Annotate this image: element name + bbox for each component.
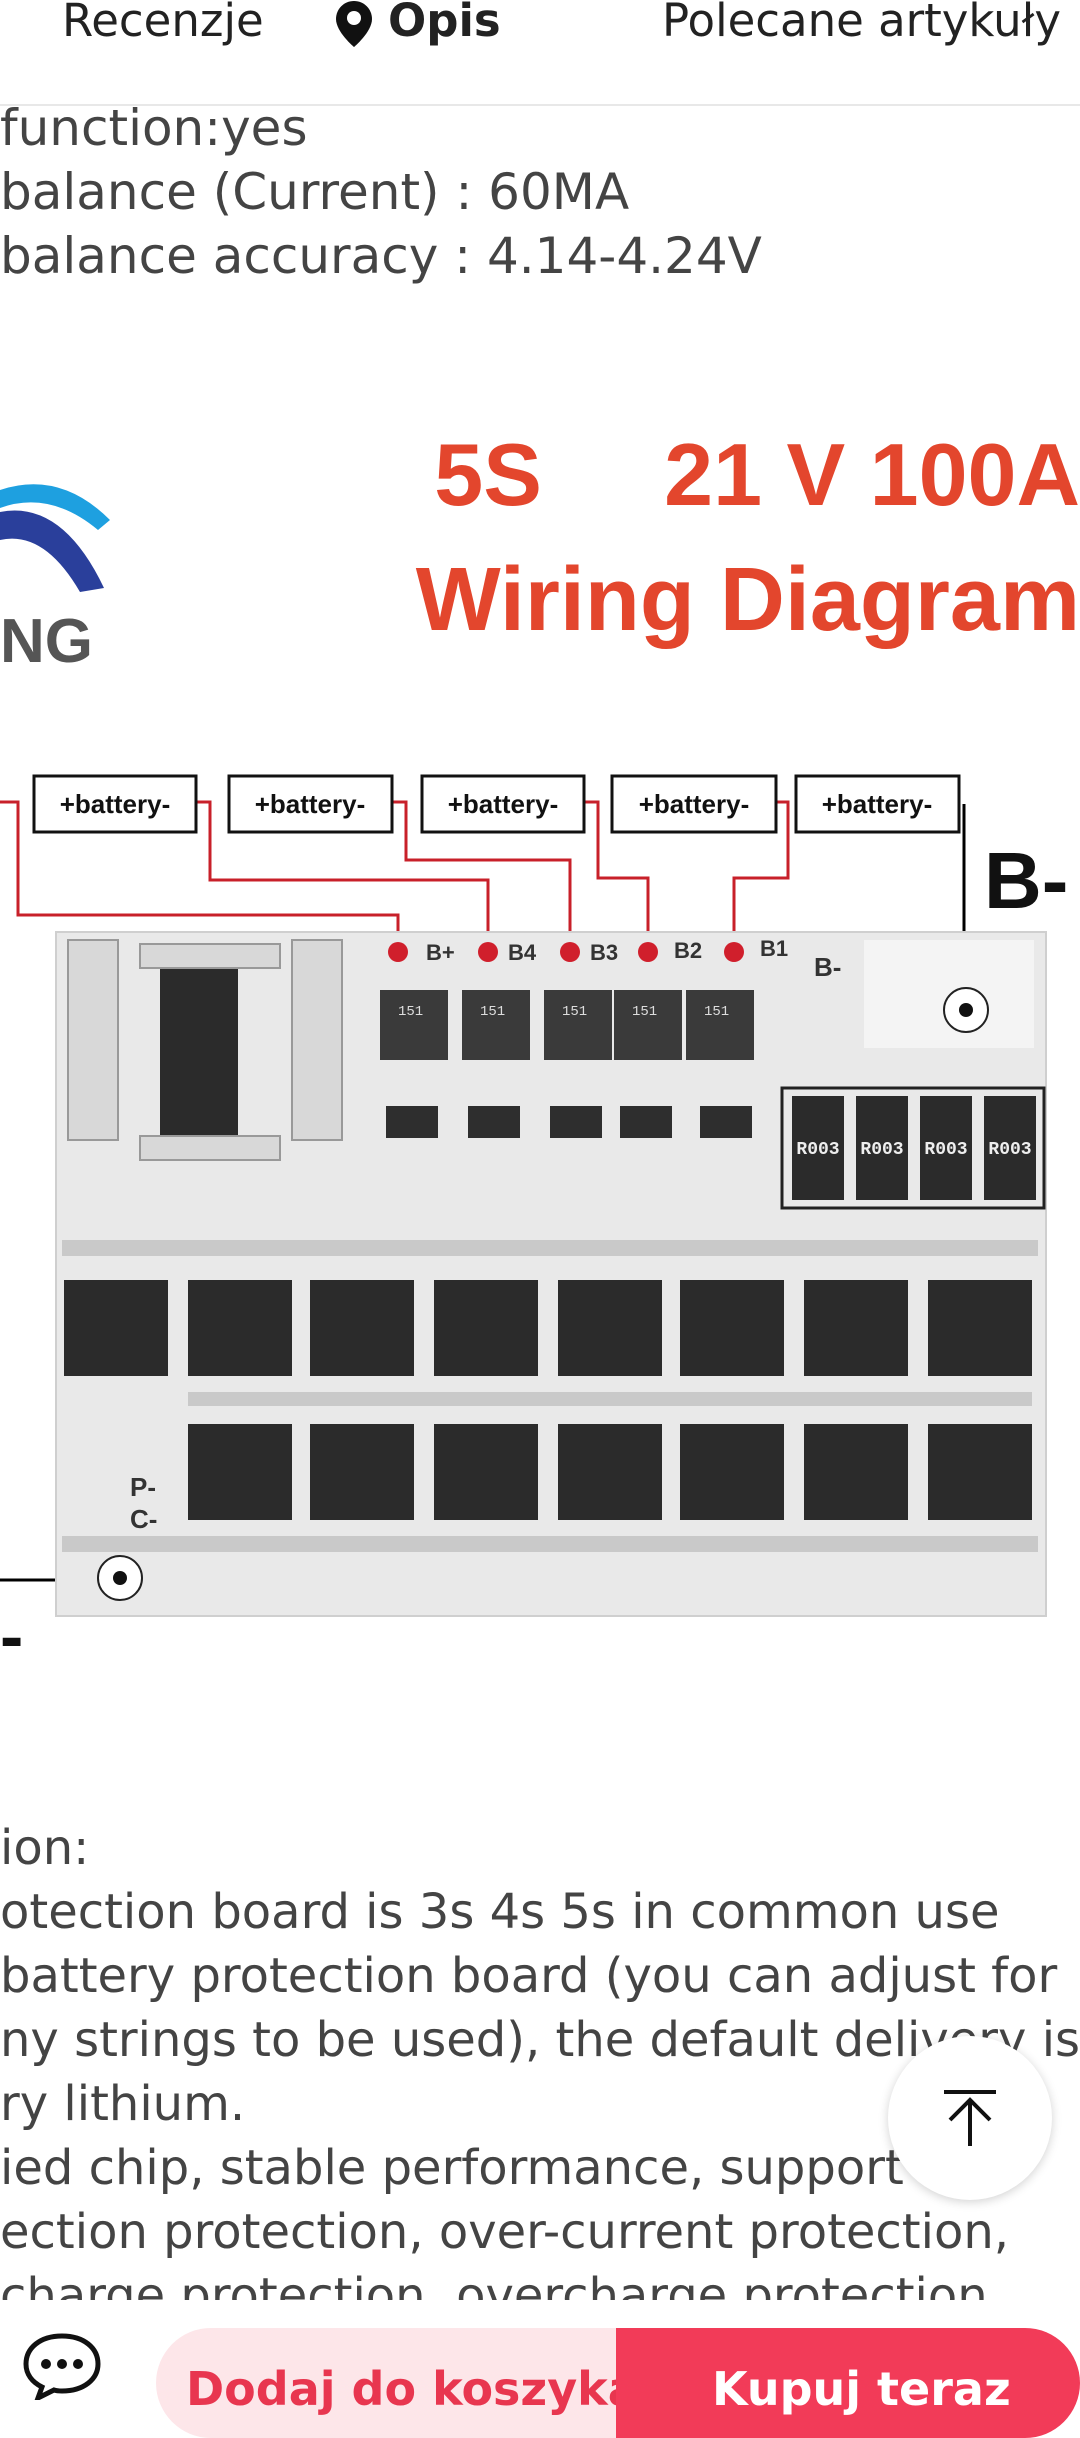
battery-label: +battery- [639, 789, 750, 819]
description-line: ection protection, over-current protecti… [0, 2204, 1010, 2260]
pin-label: B2 [674, 938, 702, 963]
description-line: ied chip, stable performance, support [0, 2140, 904, 2196]
p-minus-label: P- [130, 1472, 156, 1502]
brand-logo: NG [0, 484, 110, 676]
tab-reviews[interactable]: Recenzje [62, 0, 264, 47]
chat-bubble-icon [23, 2333, 101, 2404]
battery-label: +battery- [822, 789, 933, 819]
tab-recommended[interactable]: Polecane artykuły [662, 0, 1062, 47]
smd-label: 151 [398, 1004, 423, 1020]
pcb-board: B- B+ B4 B3 B2 B1 [55, 931, 1047, 1617]
buy-now-button[interactable]: Kupuj teraz [616, 2328, 1080, 2438]
smd-label: 151 [562, 1004, 587, 1020]
diagram-subtitle: Wiring Diagram [416, 550, 1080, 650]
spec-line: balance (Current) : 60MA [0, 163, 630, 221]
location-pin-icon [336, 1, 372, 47]
smd-label: 151 [480, 1004, 505, 1020]
scroll-to-top-button[interactable] [888, 2036, 1052, 2200]
pin-label: B+ [426, 940, 455, 965]
smd-label: 151 [632, 1004, 657, 1020]
brand-text: NG [0, 607, 93, 676]
pin-label: B3 [590, 940, 618, 965]
smd-label: 151 [704, 1004, 729, 1020]
add-to-cart-button[interactable]: Dodaj do koszyka [156, 2328, 639, 2438]
pin-label: B4 [508, 940, 537, 965]
chat-button[interactable] [22, 2332, 102, 2404]
battery-label: +battery- [255, 789, 366, 819]
spec-line: balance accuracy : 4.14-4.24V [0, 227, 762, 285]
wiring-diagram-svg: NG 5S 21 V 100A Wiring Diagram +battery-… [0, 425, 1080, 1675]
c-minus-label: C- [130, 1504, 157, 1534]
resistor-label: R003 [796, 1140, 839, 1160]
description-line: ry lithium. [0, 2076, 246, 2132]
resistor-label: R003 [988, 1140, 1031, 1160]
b-minus-label: B- [984, 836, 1068, 925]
wiring-diagram-image: NG 5S 21 V 100A Wiring Diagram +battery-… [0, 400, 1080, 1700]
battery-label: +battery- [448, 789, 559, 819]
battery-labels: +battery- +battery- +battery- +battery- … [32, 774, 961, 834]
mosfet-array [64, 1280, 1032, 1520]
arrow-up-icon [944, 2090, 996, 2146]
tab-description-label: Opis [388, 0, 501, 47]
board-b-minus: B- [814, 952, 841, 982]
description-line: battery protection board (you can adjust… [0, 1948, 1058, 2004]
description-line: ny strings to be used), the default deli… [0, 2012, 1080, 2068]
resistor-label: R003 [860, 1140, 903, 1160]
product-tab-bar: Recenzje Opis Polecane artykuły [0, 0, 1080, 106]
spec-line: function:yes [0, 99, 308, 157]
resistor-label: R003 [924, 1140, 967, 1160]
diagram-title: 5S 21 V 100A [434, 425, 1080, 524]
pin-label: B1 [760, 936, 788, 961]
tab-description[interactable]: Opis [336, 0, 501, 47]
description-line: ion: [0, 1820, 90, 1876]
battery-label: +battery- [60, 789, 171, 819]
red-wires [0, 800, 790, 952]
description-line: otection board is 3s 4s 5s in common use [0, 1884, 1000, 1940]
bottom-minus-label: - [0, 1597, 23, 1675]
bottom-action-bar: Dodaj do koszyka Kupuj teraz [0, 2300, 1080, 2438]
